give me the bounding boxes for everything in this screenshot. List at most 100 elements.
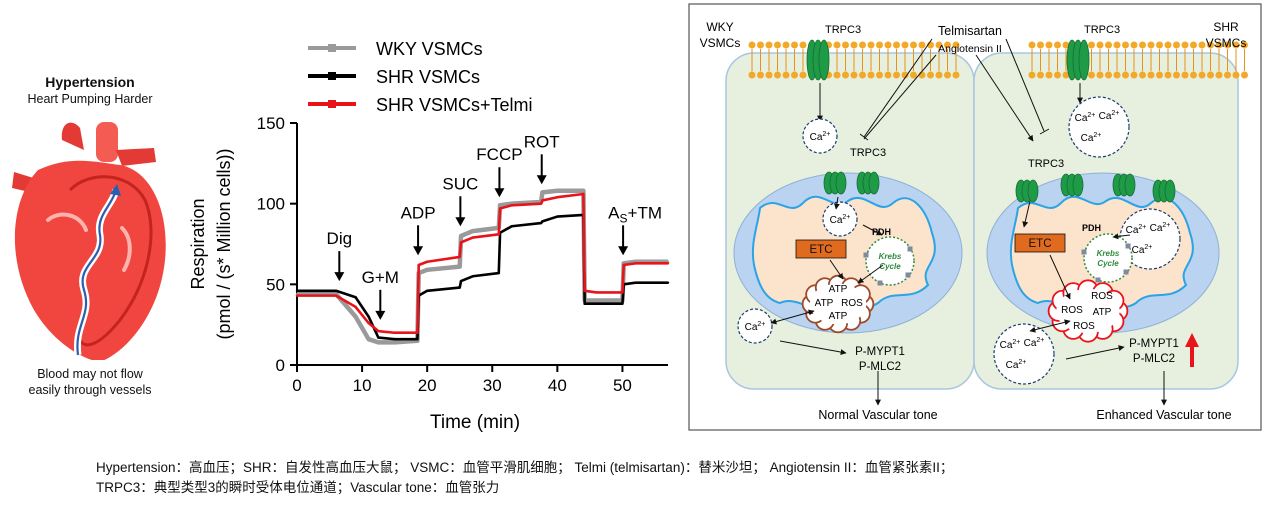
data-point xyxy=(367,315,370,318)
etc-label-shr: ETC xyxy=(1029,238,1052,250)
ca-cluster-shr-cytosol: Ca2+Ca2+Ca2+ xyxy=(1068,96,1130,158)
mechanism-diagram: WKY VSMCs SHR VSMCs Telmisartan Angioten… xyxy=(688,3,1262,431)
arrow-down-icon xyxy=(455,217,466,227)
data-point xyxy=(458,286,461,289)
ca-cluster-wky-cytosol: Ca2+ xyxy=(802,118,838,154)
legend-label: SHR VSMCs xyxy=(376,67,480,87)
up-arrow-icon xyxy=(1185,333,1199,367)
trpc3-mito-channel-shr xyxy=(1060,173,1084,197)
y-axis-label-line: (pmol / (s* Million cells)) xyxy=(214,148,234,339)
data-point xyxy=(393,337,396,341)
ca-ion-label: Ca2+ xyxy=(1006,359,1027,371)
telmisartan-label: Telmisartan xyxy=(938,24,1002,38)
svg-text:WKY: WKY xyxy=(706,20,733,34)
y-tick-label: 100 xyxy=(257,195,285,214)
heart-illustration xyxy=(12,122,166,360)
legend-marker xyxy=(328,72,336,80)
series-line-shr-vsmcs xyxy=(297,213,668,341)
atp-label: ATP xyxy=(815,298,834,309)
y-axis-label-line: Respiration xyxy=(188,198,208,289)
ca-ion-label: Ca2+ xyxy=(1081,132,1102,144)
ca-ion-label: Ca2+ xyxy=(1075,112,1096,124)
x-tick-label: 50 xyxy=(613,376,632,395)
data-point xyxy=(497,271,500,275)
annotation-label: ADP xyxy=(401,203,436,222)
inhibit-line xyxy=(863,38,933,138)
x-tick-label: 20 xyxy=(418,376,437,395)
shr-cell-label: SHR VSMCs xyxy=(1206,20,1247,50)
trpc3-label-shr: TRPC3 xyxy=(1084,24,1120,36)
ca-ion-label: Ca2+ xyxy=(830,214,851,226)
krebs-label: Krebs xyxy=(1097,249,1120,258)
y-tick-label: 0 xyxy=(276,356,285,375)
ca-ion-label: Ca2+ xyxy=(1099,110,1120,122)
data-point xyxy=(556,196,559,199)
ros-label: ROS xyxy=(1073,321,1095,332)
angiotensin-label: Angiotensin II xyxy=(938,43,1002,55)
heart-panel-title: Hypertension xyxy=(45,74,135,90)
svg-text:VSMCs: VSMCs xyxy=(700,36,741,50)
pdh-label-wky: PDH xyxy=(872,227,891,237)
data-point xyxy=(634,281,637,284)
svg-text:VSMCs: VSMCs xyxy=(1206,36,1247,50)
data-point xyxy=(295,294,299,297)
data-point xyxy=(582,189,585,192)
data-point xyxy=(622,263,625,267)
ros-label: ROS xyxy=(1091,291,1113,302)
p-mypt1-shr: P-MYPT1 xyxy=(1129,338,1179,350)
legend-label: SHR VSMCs+Telmi xyxy=(376,95,533,115)
trpc3-mito-channel-shr xyxy=(1152,179,1176,203)
data-point xyxy=(595,299,598,302)
legend-marker xyxy=(328,44,336,52)
data-point xyxy=(595,291,598,294)
data-point xyxy=(498,207,502,210)
data-point xyxy=(471,229,474,233)
trpc3-label-wky: TRPC3 xyxy=(825,24,861,36)
ca-ion-label: Ca2+ xyxy=(810,131,831,143)
data-point xyxy=(497,233,500,236)
arrow-down-icon xyxy=(536,175,547,185)
legend-label: WKY VSMCs xyxy=(376,39,483,59)
data-point xyxy=(556,215,559,218)
data-point xyxy=(582,192,585,196)
annotation-label: Dig xyxy=(327,229,353,248)
ca-cluster-wky-lower: Ca2+ xyxy=(737,308,773,344)
p-mypt1-wky: P-MYPT1 xyxy=(855,346,905,358)
krebs-label: Cycle xyxy=(879,262,901,271)
footnote-line-1: Hypertension：高血压；SHR：自发性高血压大鼠； VSMC：血管平滑… xyxy=(96,460,954,475)
data-point xyxy=(377,329,380,333)
data-point xyxy=(471,236,474,239)
data-point xyxy=(541,199,544,202)
x-tick-label: 10 xyxy=(353,376,372,395)
etc-box-shr xyxy=(1014,233,1066,253)
heart-icon xyxy=(12,122,166,360)
data-point xyxy=(621,291,624,294)
data-point xyxy=(458,265,461,268)
ca-ion-label: Ca2+ xyxy=(1000,339,1021,351)
data-point xyxy=(539,202,543,205)
svg-text:SHR: SHR xyxy=(1213,20,1239,34)
wky-cell-label: WKY VSMCs xyxy=(700,20,741,50)
annotation-label: ROT xyxy=(524,132,560,151)
ca-cluster-wky-mito: Ca2+ xyxy=(822,201,858,237)
p-mlc2-shr: P-MLC2 xyxy=(1133,353,1175,365)
annotation-label: AS+TM xyxy=(608,203,662,225)
arrow-down-icon xyxy=(494,188,505,198)
enhanced-tone-label: Enhanced Vascular tone xyxy=(1096,408,1231,422)
arrow-down-icon xyxy=(334,272,345,282)
data-point xyxy=(583,289,586,292)
ca-ion-label: Ca2+ xyxy=(745,321,766,333)
arrow-down-icon xyxy=(618,246,629,256)
data-point xyxy=(510,225,513,228)
pdh-label-shr: PDH xyxy=(1082,223,1101,233)
annotation-label: G+M xyxy=(362,268,399,287)
annotation-label: FCCP xyxy=(476,145,522,164)
ca-ion-label: Ca2+ xyxy=(1024,337,1045,349)
p-mlc2-wky: P-MLC2 xyxy=(859,361,901,373)
data-point xyxy=(459,234,463,238)
footnote: Hypertension：高血压；SHR：自发性高血压大鼠； VSMC：血管平滑… xyxy=(96,458,1256,498)
ca-ion-label: Ca2+ xyxy=(1132,244,1153,256)
data-point xyxy=(498,204,502,207)
